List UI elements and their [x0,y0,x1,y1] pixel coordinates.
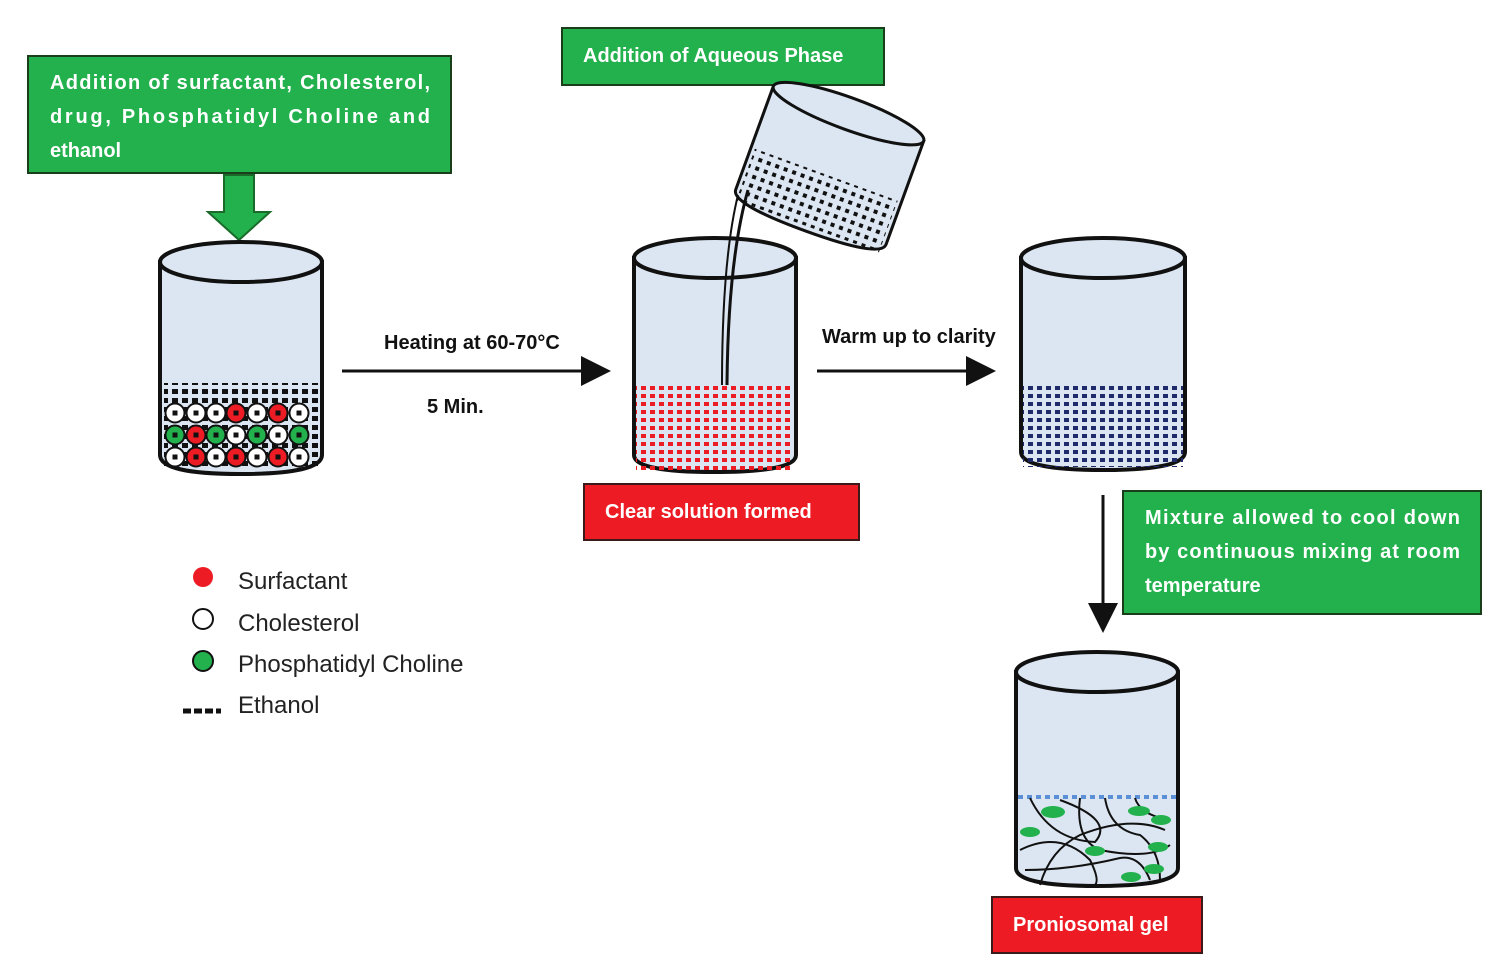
ethanol-dot [254,454,260,460]
legend-cholesterol: Cholesterol [238,610,359,637]
aqueous-phase-label: Addition of Aqueous Phase [583,45,843,67]
ethanol-dot [193,410,199,416]
cool-line-3: temperature [1145,575,1261,597]
ethanol-dot [275,454,281,460]
proniosomal-gel-label: Proniosomal gel [1013,914,1169,936]
surfactant-legend-icon [193,567,213,587]
ethanol-dot [254,432,260,438]
beaker-2 [632,236,798,475]
ethanol-dot [213,454,219,460]
warm-label: Warm up to clarity [822,326,997,348]
proniosomal-gel-box: Proniosomal gel [991,896,1203,954]
pouring-stream [725,189,750,386]
heating-time: 5 Min. [427,396,484,418]
ethanol-dot [296,410,302,416]
gel-vesicles [1020,806,1171,882]
ethanol-dot [254,410,260,416]
green-down-arrow-icon [205,174,273,242]
ethanol-dot [213,432,219,438]
ethanol-dot [172,432,178,438]
cholesterol-legend-icon [192,608,214,630]
heating-label: Heating at 60-70°C [384,332,560,354]
ethanol-dot [172,410,178,416]
ethanol-dot [233,454,239,460]
beaker-1 [158,240,324,477]
cool-down-box: Mixture allowed to cool down by continuo… [1122,490,1482,615]
aqueous-phase-box: Addition of Aqueous Phase [561,27,885,86]
ethanol-dot [275,432,281,438]
cool-line-2: by continuous mixing at room [1145,541,1460,563]
cool-line-1: Mixture allowed to cool down [1145,507,1460,529]
ethanol-dot [275,410,281,416]
ethanol-dot [193,432,199,438]
legend: Surfactant Cholesterol Phosphatidyl Chol… [183,567,463,719]
clear-solution-dots [636,384,794,470]
ethanol-dot [213,410,219,416]
beaker-4-gel [1014,650,1180,889]
step1-line-3: ethanol [50,140,121,162]
legend-phosphatidyl-choline: Phosphatidyl Choline [238,651,463,678]
warm-solution-dots [1023,383,1183,467]
pouring-beaker [734,80,926,253]
legend-ethanol: Ethanol [238,692,319,719]
step1-line-2: drug, Phosphatidyl Choline and [50,106,430,128]
ethanol-dot [233,410,239,416]
step1-line-1: Addition of surfactant, Cholesterol, [50,72,430,94]
clear-solution-box: Clear solution formed [583,483,860,541]
ethanol-dot [233,432,239,438]
phosphatidyl-choline-legend-icon [192,650,214,672]
clear-solution-label: Clear solution formed [605,501,812,523]
ethanol-dot [296,454,302,460]
step1-box: Addition of surfactant, Cholesterol, dru… [27,55,452,174]
ethanol-dot [193,454,199,460]
ethanol-dot [296,432,302,438]
beaker-3 [1019,236,1187,473]
legend-surfactant: Surfactant [238,568,348,595]
ethanol-dot [172,454,178,460]
